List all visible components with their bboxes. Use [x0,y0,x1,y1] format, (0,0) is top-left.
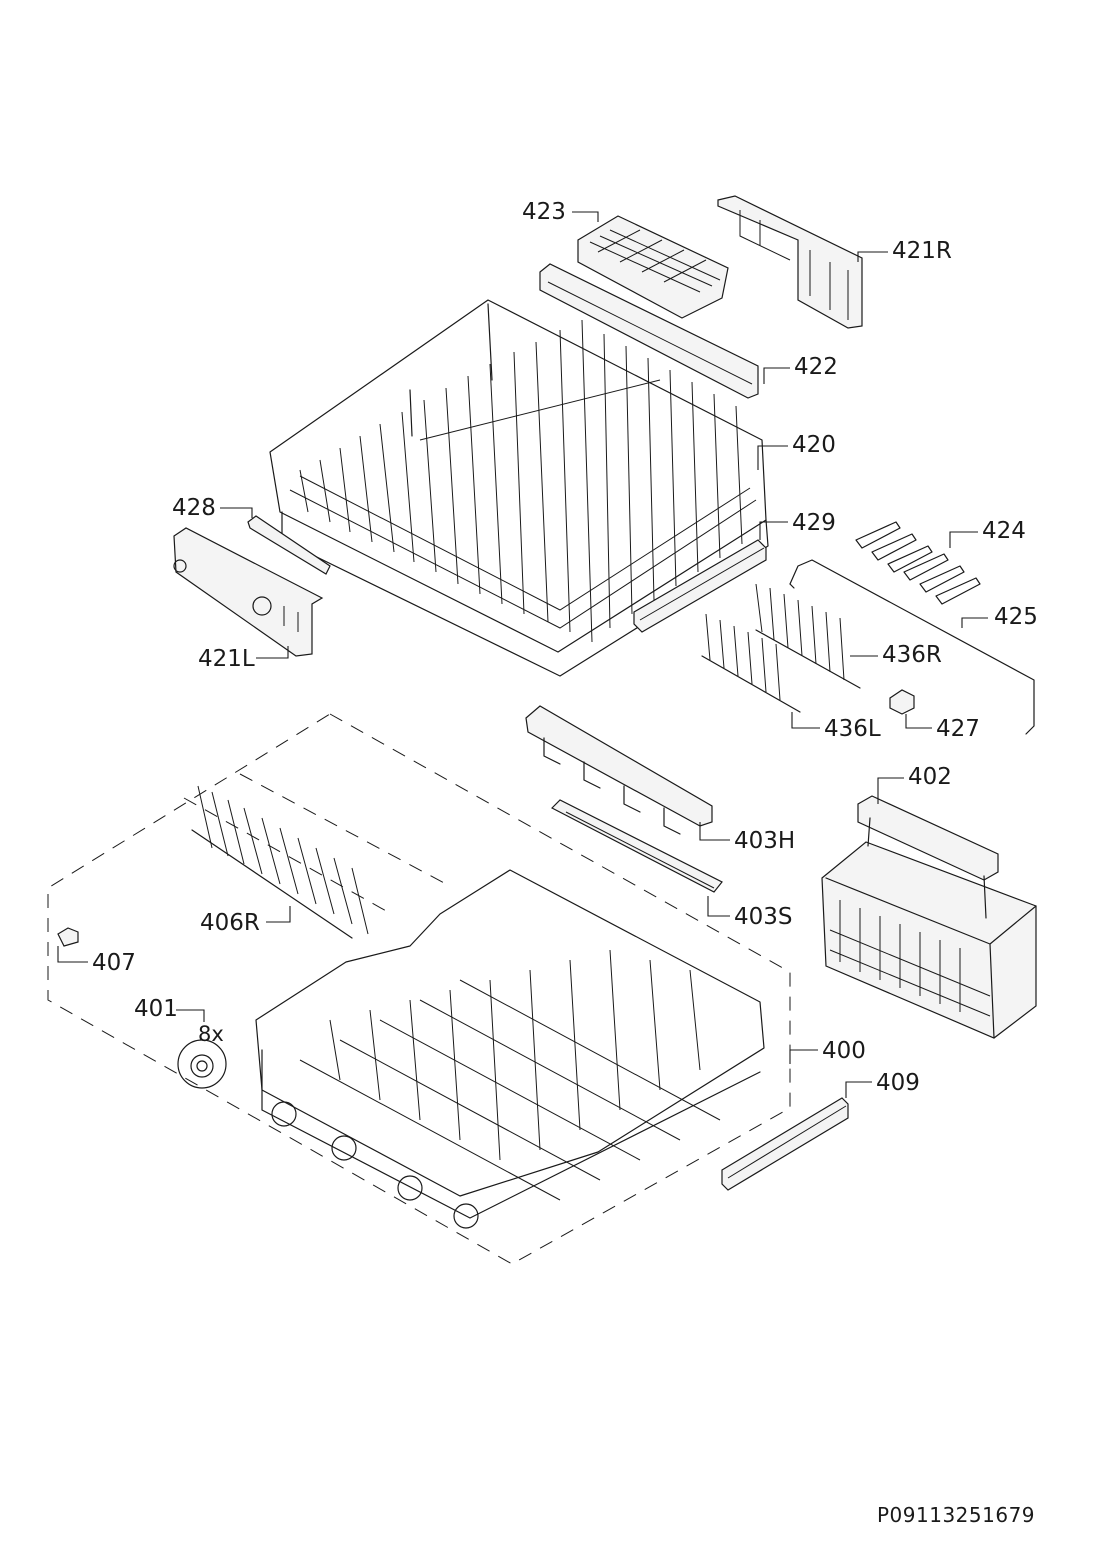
callout-428: 428 [172,495,216,521]
part-400-lower-basket [255,869,765,1229]
callout-436L: 436L [824,716,881,742]
part-401-wheel [177,1039,227,1089]
callout-406R: 406R [200,910,260,936]
callout-409: 409 [876,1070,920,1096]
part-420-upper-basket [269,299,769,677]
leader-427 [905,714,932,729]
leader-423 [572,211,599,222]
callout-401: 401 [134,996,178,1022]
leader-429 [759,521,788,540]
leader-403H [699,822,730,841]
callout-421R: 421R [892,238,952,264]
part-421L-bracket [173,527,324,657]
callout-425: 425 [994,604,1038,630]
callout-422: 422 [794,354,838,380]
part-406R-tine-rack [191,785,369,939]
part-436L-tine-rack [701,613,801,713]
callout-403H: 403H [734,828,796,854]
part-425-rod [789,559,1035,735]
callout-424: 424 [982,518,1026,544]
leader-421R [857,251,888,262]
leader-406R [266,906,291,923]
leader-402 [877,777,904,804]
leader-436L [791,712,820,729]
part-427-clip [889,689,915,715]
callout-421L: 421L [198,646,255,672]
callout-407: 407 [92,950,136,976]
part-407-clip [57,927,79,947]
callout-402: 402 [908,764,952,790]
part-436R-tine-rack [755,583,861,689]
leader-420 [757,445,788,470]
leader-403S [707,896,730,917]
part-424-clips [855,521,981,605]
callout-420: 420 [792,432,836,458]
callout-403S: 403S [734,904,793,930]
part-403H-spray-holder [525,705,713,835]
callout-436R: 436R [882,642,942,668]
leader-400 [789,1049,818,1064]
leader-409 [845,1081,872,1098]
leader-401 [176,1009,205,1022]
callout-427: 427 [936,716,980,742]
rack-dashed-outline [183,773,447,913]
leader-425 [961,617,988,628]
callout-401-quantity: 8x [198,1022,224,1046]
part-421R-bracket [717,195,863,329]
leader-407 [57,946,88,963]
part-403S-strip [550,799,723,893]
document-number: P09113251679 [877,1503,1036,1527]
leader-428 [220,507,253,518]
part-428-bar [247,515,331,575]
part-409-cover-strip [721,1097,849,1191]
callout-400: 400 [822,1038,866,1064]
part-429-cover-strip [633,539,767,633]
part-402-cutlery-basket [821,795,1037,1039]
leader-421L [256,646,289,659]
leader-424 [949,531,978,548]
part-423-cutlery-tray [577,215,729,319]
leader-422 [763,367,790,384]
callout-429: 429 [792,510,836,536]
callout-423: 423 [522,199,566,225]
part-422-rail [539,263,759,399]
